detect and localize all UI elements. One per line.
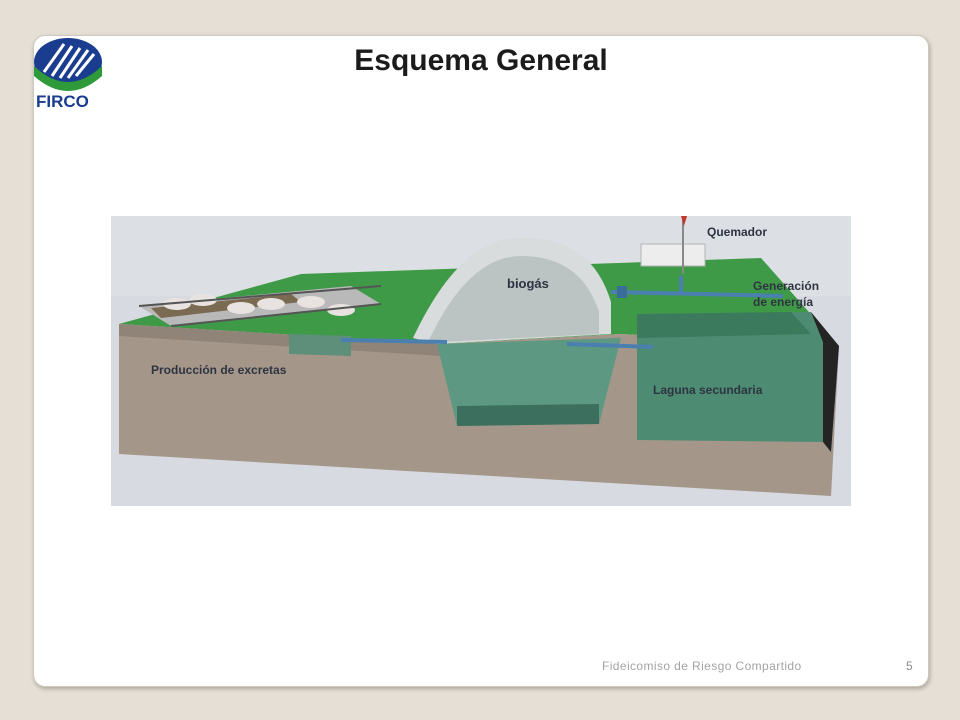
page-number: 5 xyxy=(906,659,913,673)
label-laguna: Laguna secundaria xyxy=(653,383,763,397)
label-generacion-2: de energía xyxy=(753,295,813,309)
page-title: Esquema General xyxy=(354,44,608,77)
firco-logo-text: FIRCO xyxy=(36,92,89,111)
slide: FIRCO Esquema General xyxy=(33,35,929,687)
firco-logo: FIRCO xyxy=(34,38,102,111)
biodigester-pit xyxy=(437,338,621,426)
label-biogas: biogás xyxy=(507,276,549,291)
biogas-dome xyxy=(413,237,611,344)
burner xyxy=(640,216,706,274)
pipes xyxy=(340,276,784,349)
secondary-lagoon xyxy=(637,312,823,442)
biodigester-diagram: Producción de excretas biogás Quemador G… xyxy=(111,216,851,506)
firco-logo-icon xyxy=(34,38,102,91)
footer-text: Fideicomiso de Riesgo Compartido xyxy=(602,659,802,673)
label-quemador: Quemador xyxy=(707,225,767,239)
label-excretas: Producción de excretas xyxy=(151,363,287,377)
pig-pens xyxy=(138,285,382,327)
label-generacion-1: Generación xyxy=(753,279,819,293)
collection-tank xyxy=(289,334,351,356)
